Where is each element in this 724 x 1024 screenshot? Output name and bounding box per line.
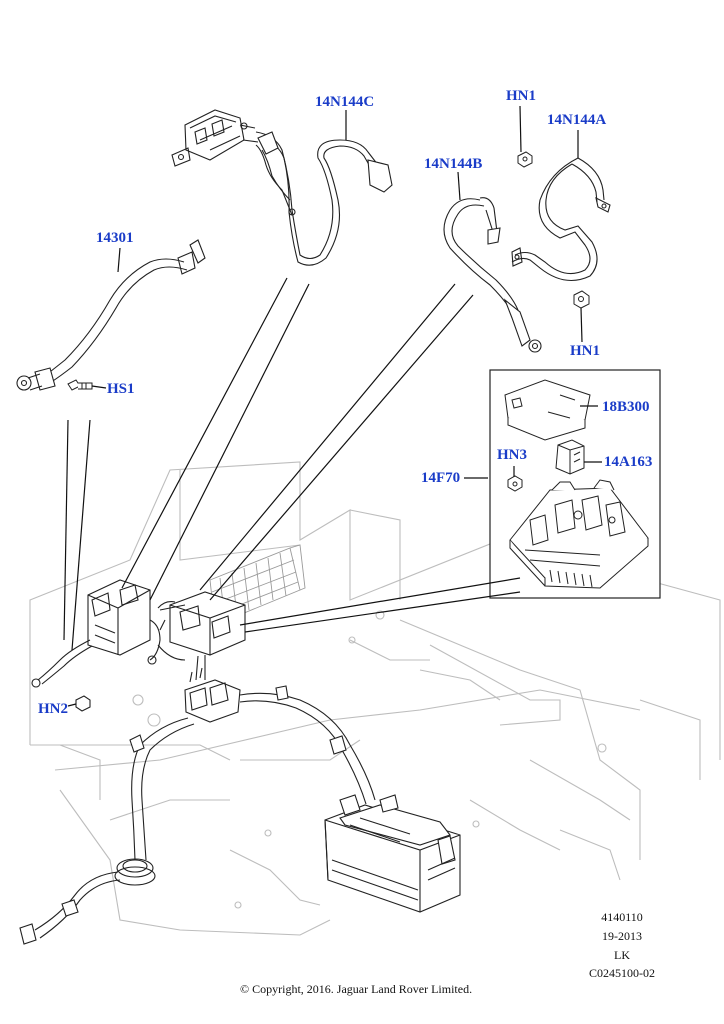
callout-14N144C: 14N144C [315,94,375,110]
callout-HS1: HS1 [107,381,135,397]
callout-18B300: 18B300 [602,399,650,415]
illustration-date: 19-2013 [602,929,642,943]
nut-HN3 [507,475,523,492]
battery [324,794,461,913]
illustration-number: 4140110 [601,910,643,924]
callout-HN1-bottom: HN1 [570,343,600,359]
callout-14N144B: 14N144B [424,156,483,172]
callout-HN3: HN3 [497,447,527,463]
cable-14301 [16,239,206,391]
installed-harness-assembly [19,579,376,945]
callout-14301: 14301 [96,230,134,246]
leader-lines [63,105,602,707]
cable-14N144A [511,157,611,282]
vehicle-floor-pan [29,461,721,936]
callout-HN1-top: HN1 [506,88,536,104]
cable-14N144B [443,197,542,353]
harness-14N144C [171,109,393,266]
illustration-model-code: LK [614,948,630,962]
callout-14F70: 14F70 [421,470,461,486]
illustration-reference: C0245100-02 [589,966,655,980]
stud-HS1 [67,379,93,391]
callout-14A163: 14A163 [604,454,653,470]
relay-14A163 [555,439,585,475]
cover-18B300 [504,379,591,441]
nut-HN1-top [517,151,533,168]
fuse-box-14F70 [509,479,649,589]
callout-HN2: HN2 [38,701,68,717]
copyright-notice: © Copyright, 2016. Jaguar Land Rover Lim… [240,982,473,996]
nut-HN1-bottom [573,290,590,309]
callout-14N144A: 14N144A [547,112,607,128]
